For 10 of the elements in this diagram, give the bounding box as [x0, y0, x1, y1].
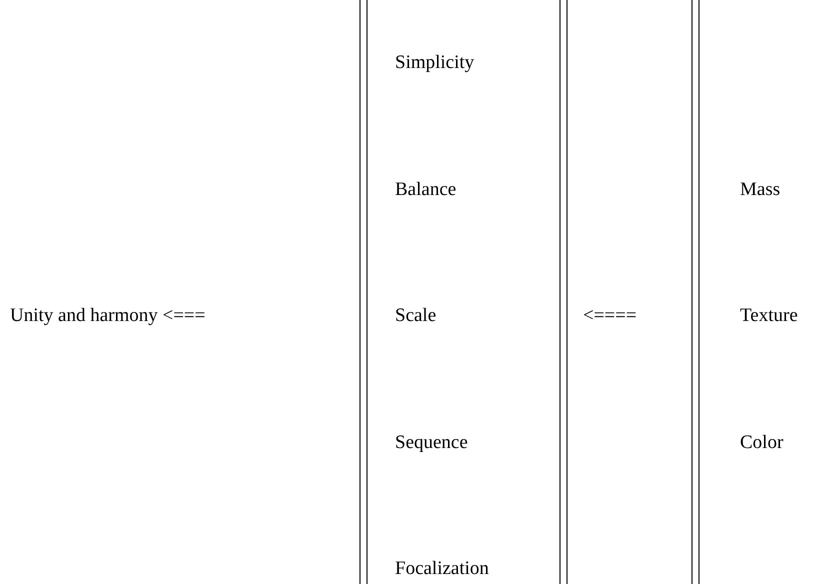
label-text: Texture [740, 305, 798, 327]
label-text: Focalization [395, 558, 489, 580]
label-text: Sequence [395, 432, 468, 454]
label-text: Simplicity [395, 52, 474, 74]
label-text: Color [740, 432, 784, 454]
label-text: Unity and harmony <=== [10, 305, 206, 327]
label-text: Mass [740, 179, 780, 201]
label-text: <==== [583, 305, 637, 327]
label-text: Balance [395, 179, 456, 201]
label-text: Scale [395, 305, 436, 327]
